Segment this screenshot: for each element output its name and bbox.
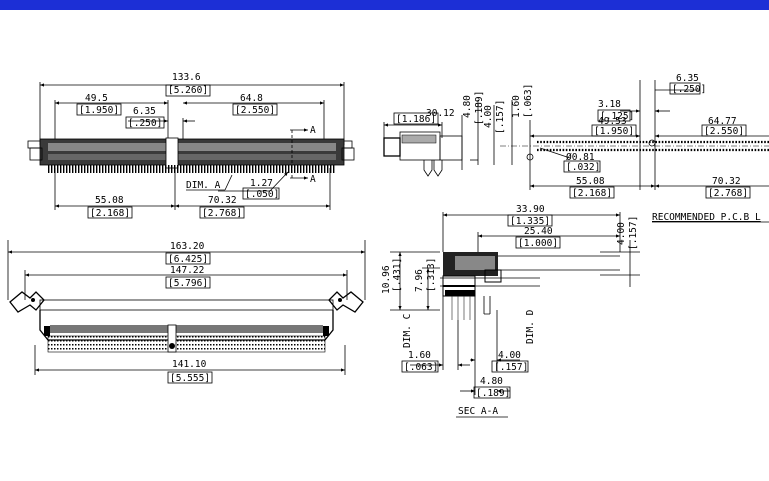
pcb-caption: RECOMMENDED P.C.B L — [652, 212, 761, 223]
top-pitch: 1.27 — [250, 178, 273, 189]
section-mark-bottom: A — [310, 174, 316, 185]
pcb-hole-in: [.032] — [566, 162, 600, 173]
sec-h-right: 4.00 — [616, 222, 627, 245]
section-view: 33.90 [1.335] 25.40 [1.000] 4.00 [.157] … — [381, 204, 640, 418]
top-pitch-in: [.050] — [245, 189, 279, 200]
pcb-layout-view: 3.18 [.125] 6.35 [.250] 49.53 [1.950] 64… — [500, 73, 769, 223]
pcb-hole: Ø0.81 — [566, 152, 595, 163]
side-width: 30.12 — [426, 108, 455, 119]
side-h2: 4.00 — [483, 105, 494, 128]
sec-bl-in: [.063] — [404, 362, 438, 373]
sec-height: 10.96 — [381, 265, 392, 294]
sec-height2: 7.96 — [414, 269, 425, 292]
top-overall: 133.6 — [172, 72, 201, 83]
inch-brackets — [76, 82, 751, 399]
sec-depth2: 25.40 — [524, 226, 553, 237]
pcb-right-span: 64.77 — [708, 116, 737, 127]
side-h1-in: [.189] — [474, 91, 485, 125]
pcb-offset-a: 3.18 — [598, 99, 621, 110]
top-bottom-right: 70.32 — [208, 195, 237, 206]
sec-depth: 33.90 — [516, 204, 545, 215]
sec-depth-in: [1.335] — [510, 216, 550, 227]
top-offset-in: [.250] — [128, 118, 162, 129]
sec-h-right-in: [.157] — [628, 216, 639, 250]
pcb-right-span-in: [2.550] — [704, 126, 744, 137]
front-overall-in: [6.425] — [168, 254, 208, 265]
front-view: 163.20 [6.425] 147.22 [5.796] 141.10 [5.… — [7, 240, 366, 384]
sec-depth2-in: [1.000] — [518, 238, 558, 249]
pcb-offset-b-in: [.250] — [672, 84, 706, 95]
top-offset: 6.35 — [133, 106, 156, 117]
top-bottom-left: 55.08 — [95, 195, 124, 206]
sec-dim-d: DIM. D — [525, 309, 536, 344]
sec-br: 4.00 — [498, 350, 521, 361]
side-width-in: [1.186] — [396, 114, 436, 125]
side-view: 30.12 [1.186] 30.12 4.80 [.189] 4.00 [.1… — [383, 84, 534, 177]
side-h3-in: [.063] — [523, 84, 534, 118]
pcb-bottom-right: 70.32 — [712, 176, 741, 187]
top-left-span: 49.5 — [85, 93, 108, 104]
pcb-left-span-in: [1.950] — [594, 126, 634, 137]
sec-bb-in: [.189] — [476, 388, 510, 399]
pcb-bottom-left: 55.08 — [576, 176, 605, 187]
pcb-offset-b: 6.35 — [676, 73, 699, 84]
front-overall: 163.20 — [170, 241, 205, 252]
sec-caption: SEC A-A — [458, 406, 498, 417]
top-bottom-left-in: [2.168] — [90, 208, 130, 219]
sec-height2-in: [.313] — [426, 258, 437, 292]
sec-height-in: [.431] — [392, 258, 403, 292]
top-bottom-right-in: [2.768] — [202, 208, 242, 219]
top-view: 133.6 [5.260] 49.5 [1.950] 6.35 [.250] 6… — [27, 72, 355, 219]
front-base: 141.10 — [172, 359, 207, 370]
pcb-bottom-right-in: [2.768] — [708, 188, 748, 199]
sec-br-in: [.157] — [494, 362, 528, 373]
pcb-left-span: 49.53 — [598, 116, 627, 127]
side-h2-in: [.157] — [495, 100, 506, 134]
title-bar — [0, 0, 769, 10]
section-mark-top: A — [310, 125, 316, 136]
top-overall-in: [5.260] — [168, 85, 208, 96]
top-dim-a: DIM. A — [186, 180, 221, 191]
pcb-bottom-left-in: [2.168] — [572, 188, 612, 199]
top-right-span: 64.8 — [240, 93, 263, 104]
pcb-offset-a-in: [.125] — [600, 111, 634, 122]
front-base-in: [5.555] — [170, 373, 210, 384]
sec-dim-c: DIM. C — [402, 314, 413, 348]
top-left-span-in: [1.950] — [79, 105, 119, 116]
side-h3: 1.60 — [511, 95, 522, 118]
front-inner: 147.22 — [170, 265, 204, 276]
sec-bl: 1.60 — [408, 350, 431, 361]
front-inner-in: [5.796] — [168, 278, 208, 289]
sec-bb: 4.80 — [480, 376, 503, 387]
top-right-span-in: [2.550] — [235, 105, 275, 116]
side-h1: 4.80 — [462, 95, 473, 118]
